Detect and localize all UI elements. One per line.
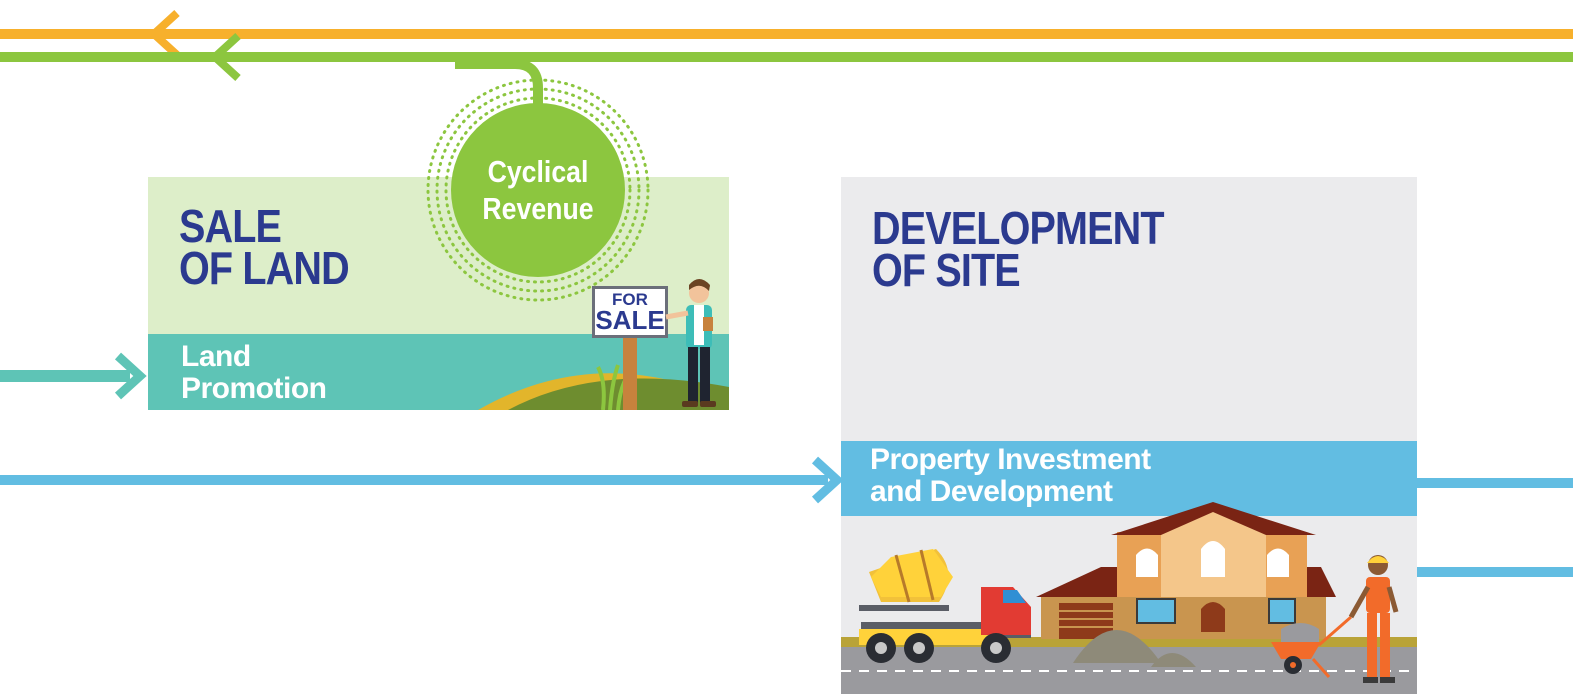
green-connector	[455, 59, 543, 108]
sale-of-land-title: SALE OF LAND	[179, 200, 350, 295]
arrow-left-icon	[209, 33, 241, 81]
development-of-site-card: DEVELOPMENT OF SITE Property Investment …	[841, 177, 1417, 694]
arrow-left-icon	[148, 10, 180, 58]
construction-scene	[841, 502, 1417, 694]
house-icon	[1036, 502, 1336, 639]
land-promotion-label: Land Promotion	[181, 340, 327, 405]
cyclical-revenue-label: Cyclical Revenue	[482, 154, 594, 227]
sign-post	[623, 338, 637, 410]
arrow-right-icon	[114, 352, 147, 400]
arrow-right-icon	[811, 456, 844, 504]
sign-text-sale: SALE	[595, 305, 665, 335]
realtor-person-icon	[665, 279, 716, 407]
hills-illustration	[478, 364, 729, 410]
wheelbarrow-icon	[1271, 615, 1352, 678]
development-title: DEVELOPMENT OF SITE	[872, 202, 1165, 297]
property-investment-label: Property Investment and Development	[870, 443, 1151, 508]
cement-truck-icon	[859, 549, 1031, 663]
construction-worker-icon	[1348, 555, 1399, 683]
property-investment-band	[841, 441, 1417, 516]
sale-of-land-card: SALE OF LAND Land Promotion FOR SALE	[148, 177, 729, 410]
